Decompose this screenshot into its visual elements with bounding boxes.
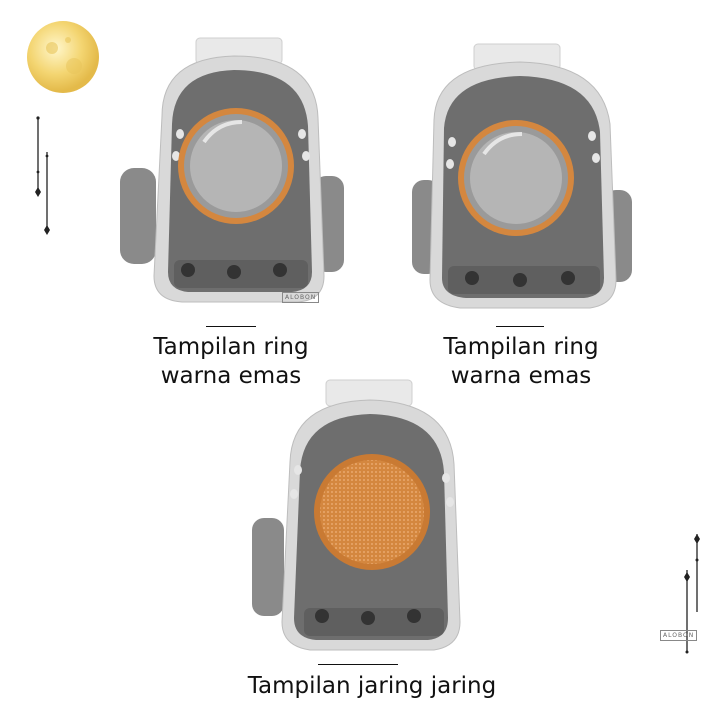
backpack-bubble-product [412, 43, 632, 309]
caption: Tampilan ring warna emas [120, 333, 342, 391]
backpack-mesh-product [252, 379, 461, 651]
caption: Tampilan jaring jaring [232, 672, 512, 701]
caption: Tampilan ring warna emas [410, 333, 632, 391]
caption-line: Tampilan ring [443, 334, 599, 360]
caption-line: Tampilan jaring jaring [247, 673, 497, 699]
caption-line: Tampilan ring [153, 334, 309, 360]
caption-rule [206, 326, 256, 327]
caption-line: warna emas [450, 363, 592, 389]
caption-line: warna emas [160, 363, 302, 389]
caption-rule [318, 664, 398, 665]
moon-icon [27, 21, 99, 93]
star-strand-icon [684, 534, 700, 654]
caption-rule [496, 326, 544, 327]
star-strand-icon [35, 116, 50, 235]
brand-label: ALOBON [282, 292, 320, 303]
backpack-bubble-product [120, 37, 344, 303]
brand-label: ALOBON [660, 630, 698, 641]
